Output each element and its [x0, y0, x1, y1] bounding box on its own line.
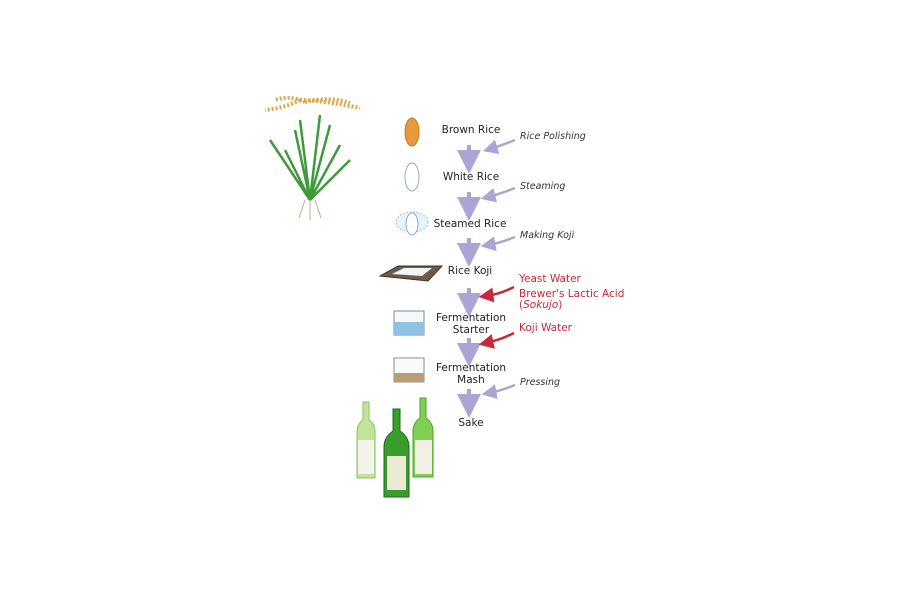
addition-yeast-water: Yeast Water — [519, 273, 581, 285]
paren: ( — [519, 299, 524, 311]
rice-plant-icon — [264, 95, 361, 220]
step-label-line: Fermentation — [435, 312, 507, 324]
process-rice-polishing: Rice Polishing — [520, 131, 586, 142]
addition-lactic-acid: Brewer's Lactic Acid — [519, 288, 625, 300]
addition-koji-water: Koji Water — [519, 322, 572, 334]
steamed-rice-icon — [395, 211, 429, 236]
step-label-line: Fermentation — [435, 362, 507, 374]
step-white-rice: White Rice — [442, 171, 500, 183]
process-making-koji: Making Koji — [520, 230, 575, 241]
step-fermentation-mash: Fermentation Mash — [436, 362, 506, 386]
brown-rice-icon — [404, 117, 420, 147]
sake-bottles-icon — [356, 397, 434, 498]
step-label-line: Starter — [452, 324, 490, 336]
white-rice-icon — [404, 162, 420, 192]
process-arrows — [478, 138, 516, 400]
fermentation-starter-icon — [393, 310, 425, 336]
process-steaming: Steaming — [520, 181, 566, 192]
step-sake: Sake — [458, 417, 484, 429]
addition-sokujo: (Sokujo) — [519, 299, 562, 311]
step-steamed-rice: Steamed Rice — [433, 218, 507, 230]
rice-koji-icon — [378, 265, 444, 282]
step-fermentation-starter: Fermentation Starter — [436, 312, 506, 336]
process-pressing: Pressing — [520, 377, 561, 388]
step-brown-rice: Brown Rice — [441, 124, 501, 136]
step-label-line: Mash — [457, 374, 485, 386]
sokujo-term: Sokujo — [523, 299, 559, 311]
fermentation-mash-icon — [393, 357, 425, 383]
step-rice-koji: Rice Koji — [447, 265, 493, 277]
paren: ) — [558, 299, 563, 311]
